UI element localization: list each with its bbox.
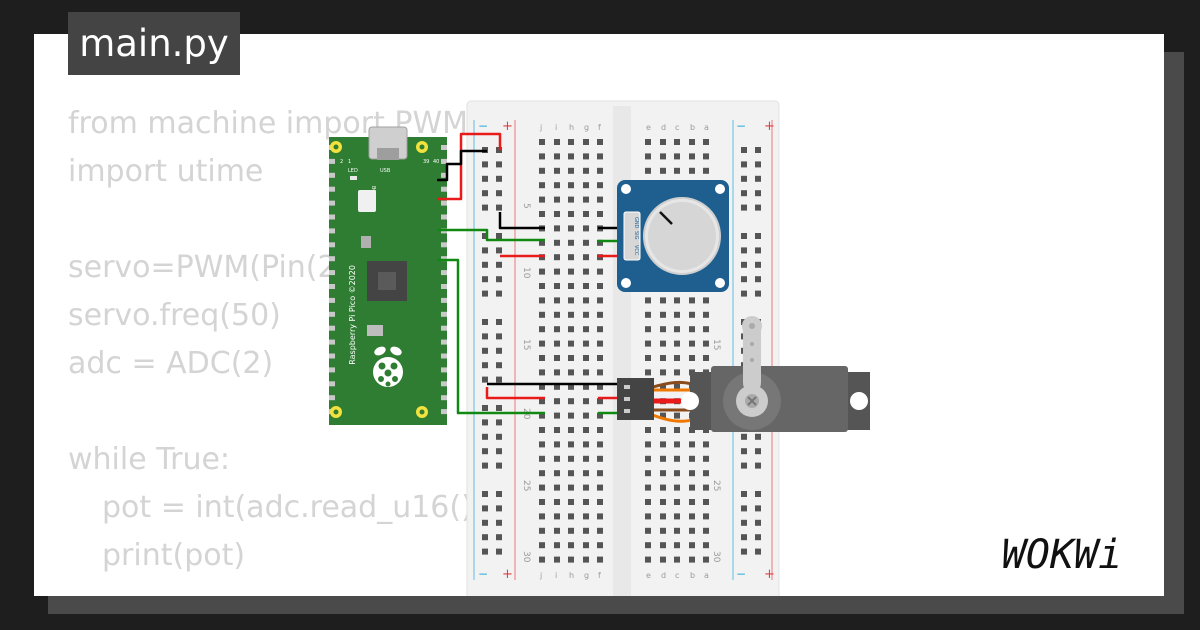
column-letter: d bbox=[661, 571, 666, 580]
pico-board-text: Raspberry Pi Pico ©2020 bbox=[348, 265, 357, 365]
rail-minus-label: − bbox=[736, 119, 746, 133]
breadboard-holes bbox=[482, 139, 761, 563]
row-number: 15 bbox=[521, 339, 531, 350]
bootsel-button[interactable] bbox=[358, 190, 376, 212]
row-number: 30 bbox=[711, 551, 721, 563]
column-letter: b bbox=[690, 123, 695, 132]
column-letter: f bbox=[598, 123, 601, 132]
wire-green bbox=[437, 228, 545, 242]
column-letter: c bbox=[675, 571, 679, 580]
wire-red bbox=[437, 132, 502, 201]
code-line: servo=PWM(Pin(2 bbox=[68, 250, 337, 285]
wires bbox=[437, 132, 617, 415]
pin-label: 1 bbox=[348, 159, 351, 165]
file-tab[interactable]: main.py bbox=[68, 12, 240, 75]
row-number: 5 bbox=[521, 203, 531, 209]
code-line: servo.freq(50) bbox=[68, 298, 281, 333]
column-letter: a bbox=[704, 123, 709, 132]
code-snippet: from machine import PWM import utime ser… bbox=[68, 100, 488, 580]
pot-knob-pointer bbox=[659, 211, 673, 225]
wokwi-logo-text: WOKWi bbox=[1002, 532, 1122, 578]
raspberry-pi-pico[interactable]: 2 1 39 40 LED USB BOOTSEL Raspberry Pi P… bbox=[329, 126, 447, 425]
column-letter: c bbox=[675, 123, 679, 132]
code-line: print(pot) bbox=[102, 538, 246, 573]
column-letter: h bbox=[569, 571, 574, 580]
column-letter: d bbox=[661, 123, 666, 132]
column-letter: a bbox=[704, 571, 709, 580]
pin-label: 40 bbox=[433, 159, 439, 165]
servo-motor[interactable] bbox=[617, 316, 870, 432]
column-letter: e bbox=[646, 123, 651, 132]
column-letter: i bbox=[555, 123, 557, 132]
wokwi-logo: WOKWi bbox=[1002, 532, 1122, 578]
potentiometer[interactable]: GND SIG VCC bbox=[617, 180, 729, 292]
rail-plus-label: + bbox=[764, 119, 775, 134]
led bbox=[350, 176, 357, 180]
wire-black bbox=[498, 212, 545, 230]
column-letter: h bbox=[569, 123, 574, 132]
rail-plus-label: + bbox=[764, 567, 775, 582]
column-letter: e bbox=[646, 571, 651, 580]
pot-pin-label: SIG bbox=[633, 231, 639, 240]
column-letter: f bbox=[598, 571, 601, 580]
row-number: 25 bbox=[521, 480, 531, 491]
pot-pin-label: GND bbox=[633, 217, 639, 229]
rail-plus-label: + bbox=[502, 119, 513, 134]
raspberry-logo-icon bbox=[373, 346, 403, 387]
row-number: 10 bbox=[521, 267, 531, 279]
servo-horn bbox=[743, 322, 761, 392]
row-number: 25 bbox=[711, 480, 721, 491]
code-line: pot = int(adc.read_u16()* bbox=[102, 490, 488, 525]
led-label: LED bbox=[348, 168, 358, 174]
column-letter: g bbox=[584, 571, 589, 580]
rail-minus-label: − bbox=[478, 119, 488, 133]
pin-label: 39 bbox=[423, 159, 429, 165]
code-line: adc = ADC(2) bbox=[68, 346, 274, 381]
pin-label: 2 bbox=[340, 159, 343, 165]
column-letter: b bbox=[690, 571, 695, 580]
usb-label: USB bbox=[380, 168, 391, 174]
code-line: while True: bbox=[68, 442, 231, 477]
column-letter: j bbox=[539, 571, 542, 580]
rail-plus-label: + bbox=[502, 567, 513, 582]
rail-minus-label: − bbox=[736, 567, 746, 581]
servo-connector bbox=[617, 378, 654, 420]
pot-pin-label: VCC bbox=[633, 245, 639, 256]
column-letter: i bbox=[555, 571, 557, 580]
code-line: from machine import PWM bbox=[68, 106, 469, 141]
column-letter: j bbox=[539, 123, 542, 132]
wire-green bbox=[437, 258, 545, 415]
code-line: import utime bbox=[68, 154, 264, 189]
row-number: 30 bbox=[521, 551, 531, 563]
column-letter: g bbox=[584, 123, 589, 132]
wire-black bbox=[437, 149, 487, 182]
rail-minus-label: − bbox=[478, 567, 488, 581]
wire-red bbox=[485, 387, 545, 400]
breadboard: − + − + − + − + j i h g f e d c b a j i … bbox=[466, 100, 780, 596]
column-letters: j i h g f e d c b a j i h g f e d c b a bbox=[539, 123, 709, 580]
row-number: 15 bbox=[711, 339, 721, 350]
